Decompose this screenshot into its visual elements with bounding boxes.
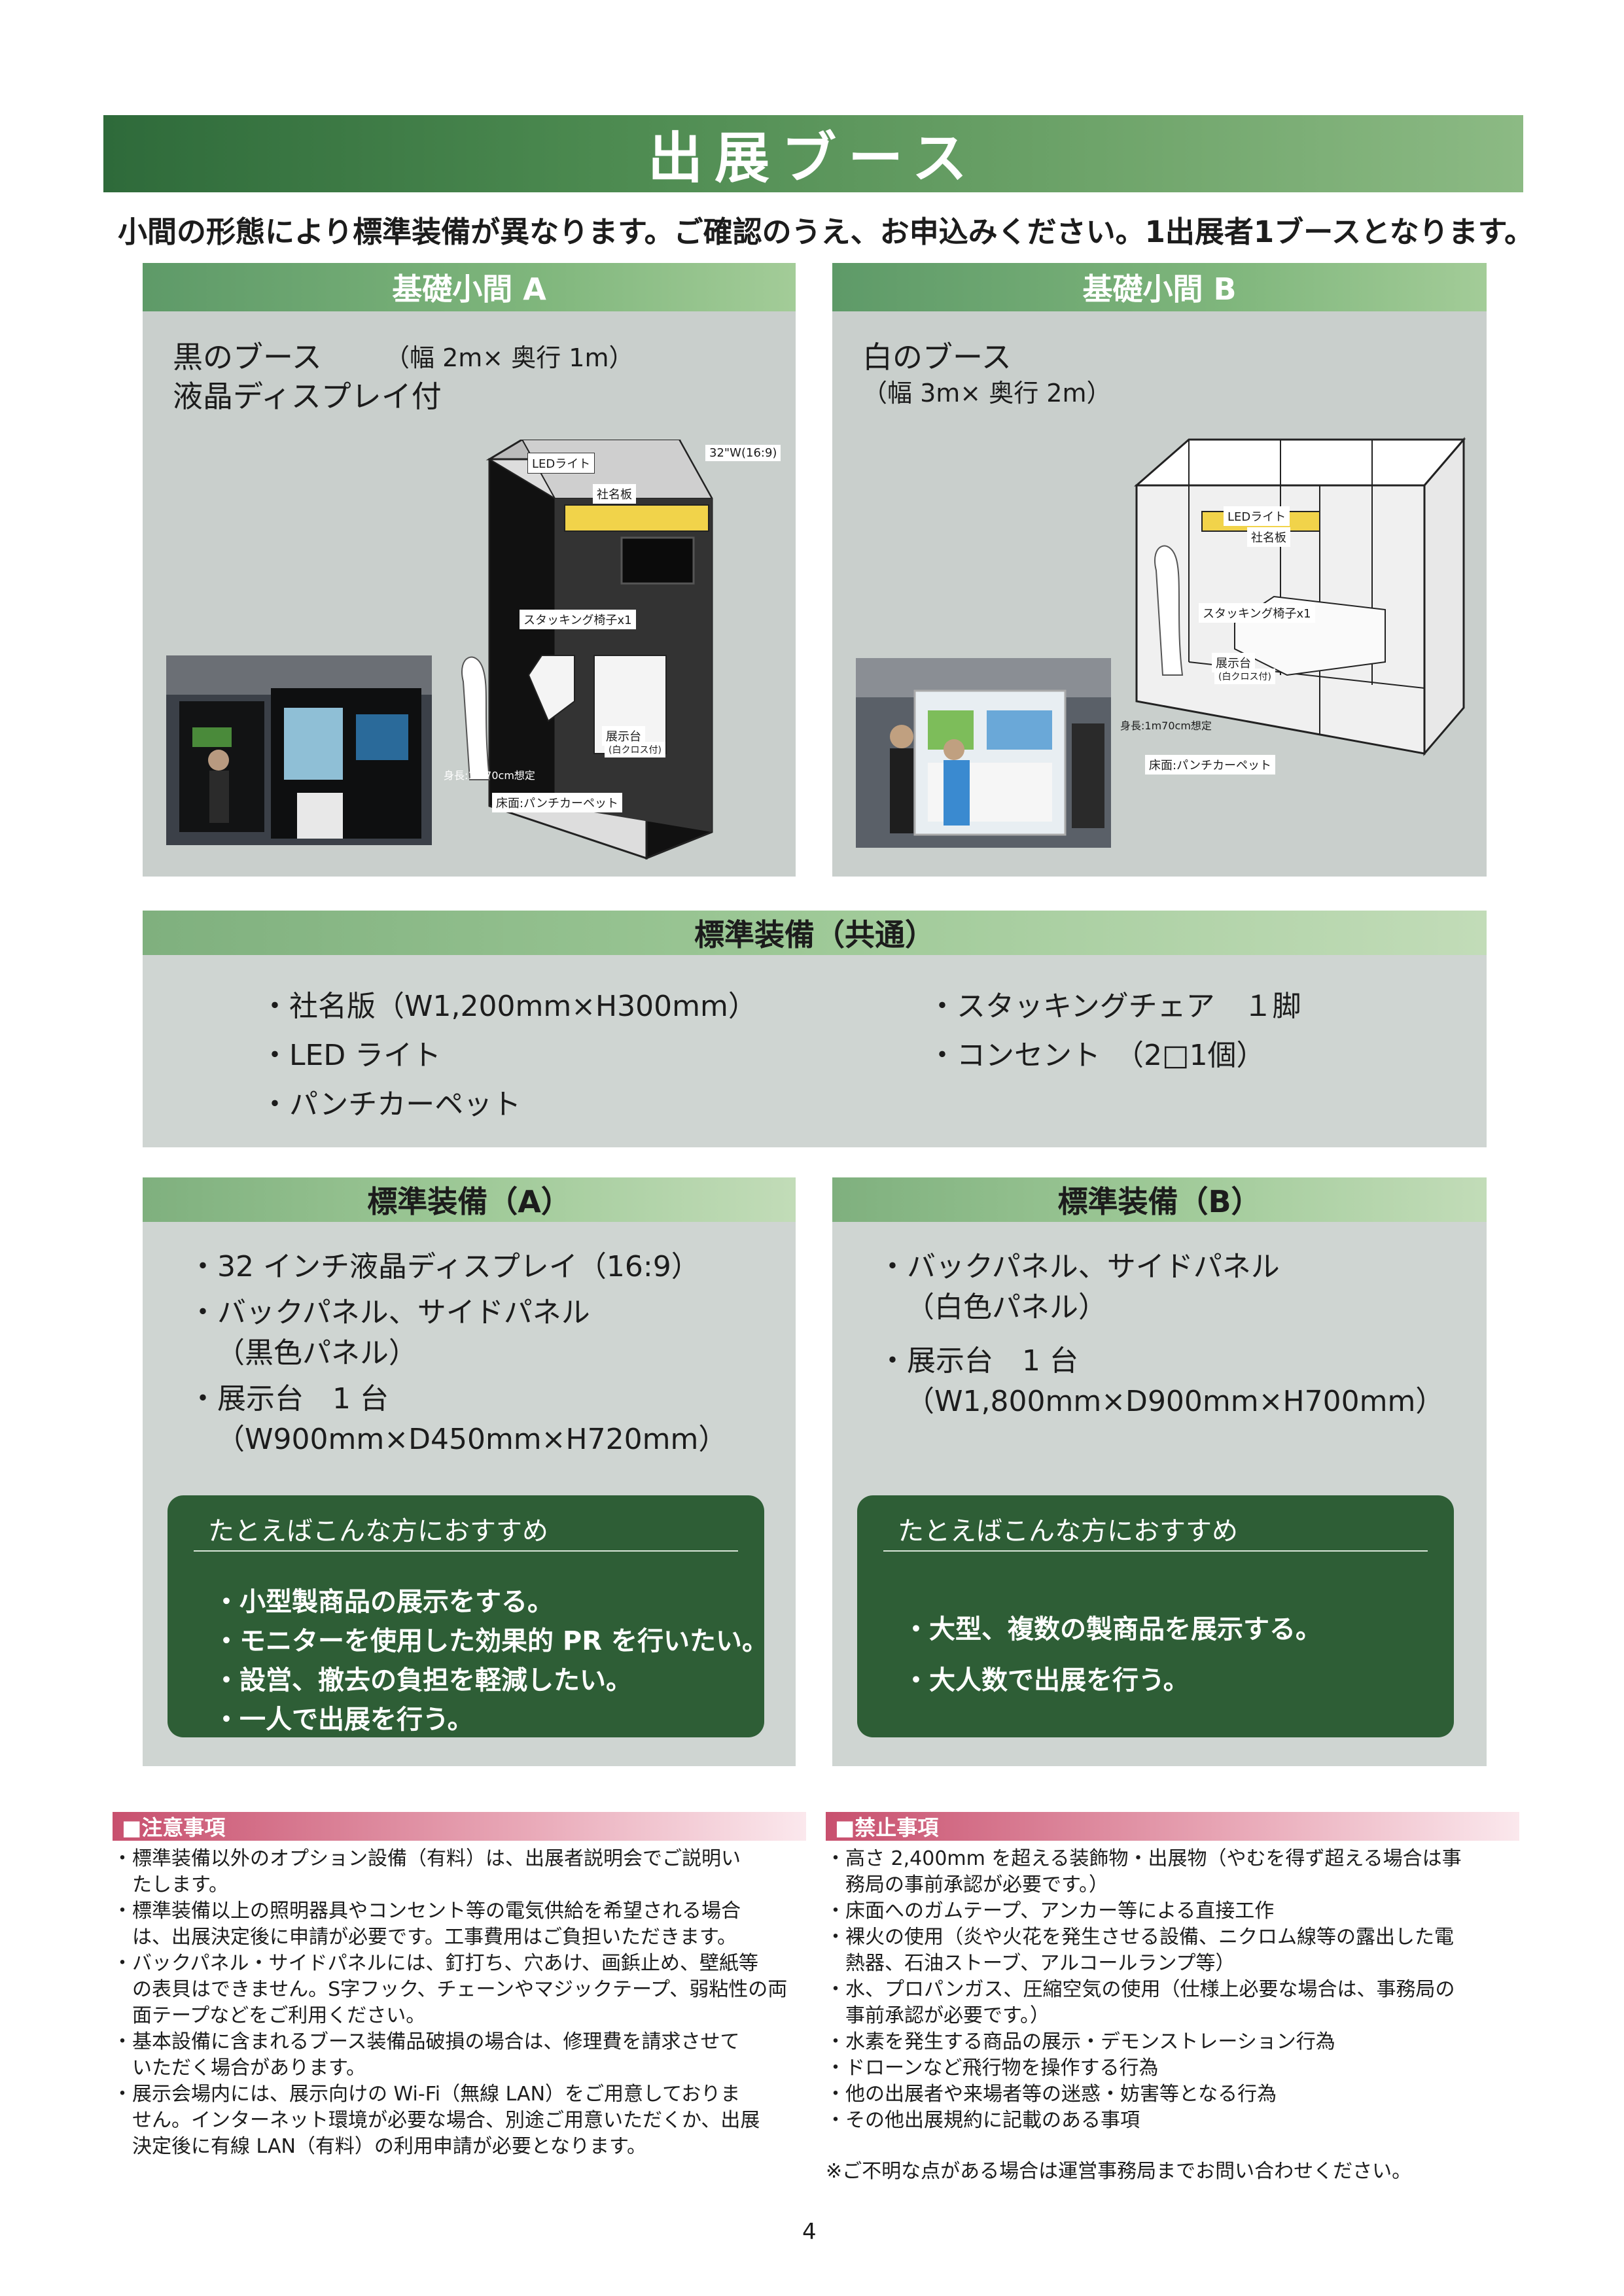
equipment-b-line: （白色パネル）	[906, 1291, 1107, 1324]
booth-a-photo	[166, 655, 432, 845]
title-banner: 出展ブース	[103, 115, 1523, 192]
equipment-b-panel: 標準装備（B） ・バックパネル、サイドパネル （白色パネル） ・展示台 1 台 …	[832, 1177, 1487, 1766]
booth-a-title: 基礎小間 A	[143, 263, 796, 311]
booth-a-name: 黒のブース	[173, 339, 322, 375]
label-nameplate-a: 社名板	[593, 484, 636, 504]
common-item: ・社名版（W1,200mm×H300mm）	[260, 990, 757, 1023]
label-chair-a: スタッキング椅子x1	[520, 610, 636, 629]
intro-text: 小間の形態により標準装備が異なります。ご確認のうえ、お申込みください。1出展者1…	[118, 215, 1534, 249]
label-led-a: LEDライト	[527, 453, 595, 474]
prohibited-line: ・水、プロパンガス、圧縮空気の使用（仕様上必要な場合は、事務局の	[826, 1978, 1455, 2001]
booth-a-diagram	[461, 440, 713, 860]
prohibited-line: 熱器、石油ストーブ、アルコールランプ等）	[826, 1952, 1235, 1975]
note-line: は、出展決定後に申請が必要です。工事費用はご負担いただきます。	[113, 1926, 737, 1949]
prohibited-line: 事前承認が必要です。）	[826, 2004, 1050, 2027]
label-led-b: LEDライト	[1224, 506, 1290, 526]
prohibited-line: ・水素を発生する商品の展示・デモンストレーション行為	[826, 2030, 1335, 2053]
common-item: ・コンセント （2□1個）	[928, 1039, 1265, 1072]
booth-a-name-2: 液晶ディスプレイ付	[173, 379, 442, 414]
note-line: 決定後に有線 LAN（有料）の利用申請が必要となります。	[113, 2135, 647, 2158]
booth-b-diagram	[1134, 436, 1466, 757]
prohibited-line: ・その他出展規約に記載のある事項	[826, 2109, 1140, 2132]
prohibited-line: 務局の事前承認が必要です。）	[826, 1873, 1108, 1896]
equipment-b-line: （W1,800mm×D900mm×H700mm）	[906, 1385, 1445, 1418]
booth-b-photo	[856, 658, 1111, 848]
notes-heading: ■注意事項	[113, 1812, 806, 1841]
common-equipment-title: 標準装備（共通）	[143, 911, 1487, 955]
equipment-b-line: ・バックパネル、サイドパネル	[878, 1250, 1280, 1283]
recommend-box-a: たとえばこんな方におすすめ ・小型製商品の展示をする。 ・モニターを使用した効果…	[168, 1495, 768, 1737]
booth-b-title: 基礎小間 B	[832, 263, 1487, 311]
recommend-box-b: たとえばこんな方におすすめ ・大型、複数の製商品を展示する。 ・大人数で出展を行…	[857, 1495, 1454, 1737]
common-item: ・LED ライト	[260, 1039, 442, 1072]
recommend-item-a: ・モニターを使用した効果的 PR を行いたい。	[213, 1626, 768, 1656]
recommend-divider-b	[883, 1550, 1428, 1552]
page-number: 4	[802, 2219, 817, 2245]
prohibited-heading: ■禁止事項	[826, 1812, 1519, 1841]
prohibited-line: ・他の出展者や来場者等の迷惑・妨害等となる行為	[826, 2083, 1277, 2106]
note-line: 面テープなどをご利用ください。	[113, 2004, 426, 2027]
label-table-sub-a: (白クロス付)	[605, 742, 665, 757]
note-line: ・標準装備以外のオプション設備（有料）は、出展者説明会でご説明い	[113, 1847, 741, 1870]
common-item: ・パンチカーペット	[260, 1088, 521, 1121]
common-equipment-panel: 標準装備（共通） ・社名版（W1,200mm×H300mm） ・LED ライト …	[143, 911, 1487, 1147]
prohibited-line: ・床面へのガムテープ、アンカー等による直接工作	[826, 1900, 1275, 1922]
equipment-a-title: 標準装備（A）	[143, 1177, 796, 1222]
footnote: ※ご不明な点がある場合は運営事務局までお問い合わせください。	[826, 2160, 1412, 2183]
note-line: ・基本設備に含まれるブース装備品破損の場合は、修理費を請求させて	[113, 2030, 740, 2053]
note-line: ・展示会場内には、展示向けの Wi-Fi（無線 LAN）をご用意しておりま	[113, 2083, 741, 2106]
recommend-item-a: ・設営、撤去の負担を軽減したい。	[213, 1665, 632, 1696]
note-line: ・標準装備以上の照明器具やコンセント等の電気供給を希望される場合	[113, 1900, 741, 1922]
label-display-a: 32"W(16:9)	[705, 445, 781, 461]
equipment-a-line: （黒色パネル）	[216, 1336, 417, 1370]
equipment-a-line: ・32 インチ液晶ディスプレイ（16:9）	[188, 1250, 700, 1283]
equipment-b-line: ・展示台 1 台	[878, 1344, 1078, 1378]
label-chair-b: スタッキング椅子x1	[1199, 603, 1315, 623]
recommend-item-a: ・一人で出展を行う。	[213, 1705, 474, 1735]
recommend-item-b: ・大人数で出展を行う。	[903, 1665, 1190, 1696]
booth-a-panel: 基礎小間 A 黒のブース （幅 2m× 奥行 1m） 液晶ディスプレイ付	[143, 263, 796, 877]
note-line: いただく場合があります。	[113, 2057, 366, 2079]
label-floor-a: 床面:パンチカーペット	[492, 793, 622, 812]
note-line: ・バックパネル・サイドパネルには、釘打ち、穴あけ、画鋲止め、壁紙等	[113, 1952, 758, 1975]
booth-b-panel: 基礎小間 B 白のブース （幅 3m× 奥行 2m） LEDライト 社名	[832, 263, 1487, 877]
recommend-divider-a	[194, 1550, 738, 1552]
note-line: たします。	[113, 1873, 228, 1896]
prohibited-line: ・ドローンなど飛行物を操作する行為	[826, 2057, 1159, 2079]
common-item: ・スタッキングチェア １脚	[928, 990, 1301, 1023]
recommend-item-b: ・大型、複数の製商品を展示する。	[903, 1614, 1322, 1644]
recommend-title-a: たとえばこんな方におすすめ	[208, 1516, 548, 1546]
page-title: 出展ブース	[648, 126, 979, 190]
recommend-title-b: たとえばこんな方におすすめ	[898, 1516, 1238, 1546]
label-height-b: 身長:1m70cm想定	[1120, 720, 1212, 732]
label-height-a: 身長:1m70cm想定	[444, 769, 535, 782]
prohibited-line: ・裸火の使用（炎や火花を発生させる設備、ニクロム線等の露出した電	[826, 1926, 1454, 1949]
equipment-a-line: ・展示台 1 台	[188, 1382, 389, 1416]
label-table-sub-b: (白クロス付)	[1214, 669, 1275, 684]
recommend-item-a: ・小型製商品の展示をする。	[213, 1587, 554, 1617]
note-line: せん。インターネット環境が必要な場合、別途ご用意いただくか、出展	[113, 2109, 760, 2132]
equipment-b-title: 標準装備（B）	[832, 1177, 1487, 1222]
label-floor-b: 床面:パンチカーペット	[1145, 755, 1275, 774]
prohibited-line: ・高さ 2,400mm を超える装飾物・出展物（やむを得ず超える場合は事	[826, 1847, 1462, 1870]
booth-a-size: （幅 2m× 奥行 1m）	[385, 343, 634, 372]
equipment-a-line: ・バックパネル、サイドパネル	[188, 1296, 590, 1329]
note-line: の表貝はできません。S字フック、チェーンやマジックテープ、弱粘性の両	[113, 1978, 788, 2001]
label-nameplate-b: 社名板	[1247, 527, 1290, 547]
equipment-a-panel: 標準装備（A） ・32 インチ液晶ディスプレイ（16:9） ・バックパネル、サイ…	[143, 1177, 796, 1766]
equipment-a-line: （W900mm×D450mm×H720mm）	[216, 1423, 728, 1456]
booth-b-size: （幅 3m× 奥行 2m）	[862, 379, 1112, 408]
booth-b-name: 白のブース	[862, 339, 1012, 375]
